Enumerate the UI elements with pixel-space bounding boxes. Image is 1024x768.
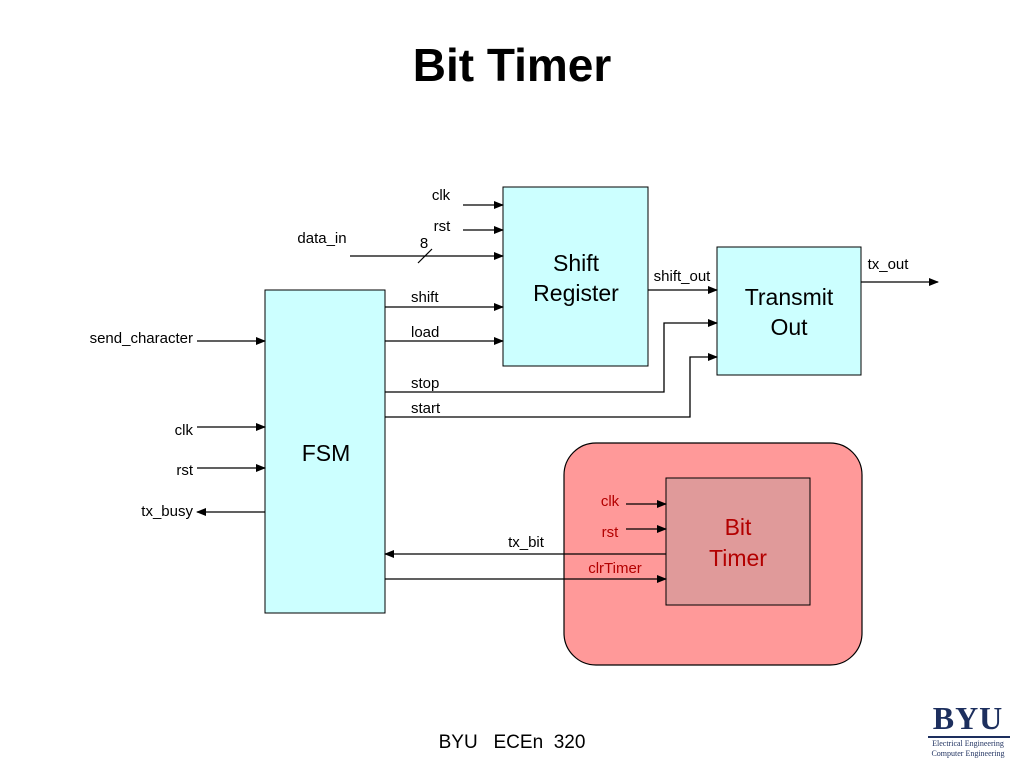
start-label: start [411, 400, 441, 417]
rst-bt-label: rst [602, 524, 619, 541]
transmit-out-label-line2: Out [770, 314, 808, 340]
bit-timer-label-line2: Timer [709, 545, 767, 571]
bus-slash [417, 248, 433, 264]
logo-divider [928, 736, 1010, 738]
logo-subtitle-line1: Electrical Engineering [932, 739, 1004, 748]
rst-sr-label: rst [434, 218, 451, 235]
bit-timer-block [665, 477, 811, 606]
clr-timer-label: clrTimer [588, 560, 642, 577]
transmit-out-block [716, 246, 862, 376]
tx-busy-label: tx_busy [141, 503, 193, 520]
page-title: Bit Timer [412, 39, 612, 91]
clk-fsm-label: clk [175, 422, 194, 439]
tx-bit-label: tx_bit [508, 534, 545, 551]
shift-out-label: shift_out [654, 268, 712, 285]
fsm-block [264, 289, 386, 614]
clk-sr-label: clk [432, 187, 451, 204]
load-label: load [411, 324, 439, 341]
shift-register-label-line2: Register [533, 280, 619, 306]
rst-fsm-label: rst [176, 462, 193, 479]
start-arrow [385, 353, 718, 418]
clk-bt-label: clk [601, 493, 620, 510]
shift-register-label-line1: Shift [553, 250, 600, 276]
transmit-out-label-line1: Transmit [745, 284, 834, 310]
byu-logo: BYU Electrical Engineering Computer Engi… [922, 700, 1014, 762]
shift-label: shift [411, 289, 439, 306]
fsm-label: FSM [302, 440, 351, 466]
bit-timer-label-line1: Bit [725, 514, 752, 540]
logo-wordmark: BYU [932, 700, 1004, 736]
bus-width-label: 8 [420, 235, 428, 252]
stop-label: stop [411, 375, 439, 392]
tx-out-label: tx_out [868, 256, 910, 273]
logo-subtitle-line2: Computer Engineering [931, 749, 1005, 758]
data-in-label: data_in [297, 230, 346, 247]
stop-arrow [385, 319, 718, 393]
send-character-label: send_character [90, 330, 193, 347]
footer-text: BYU ECEn 320 [438, 732, 586, 753]
shift-register-block [502, 186, 649, 367]
